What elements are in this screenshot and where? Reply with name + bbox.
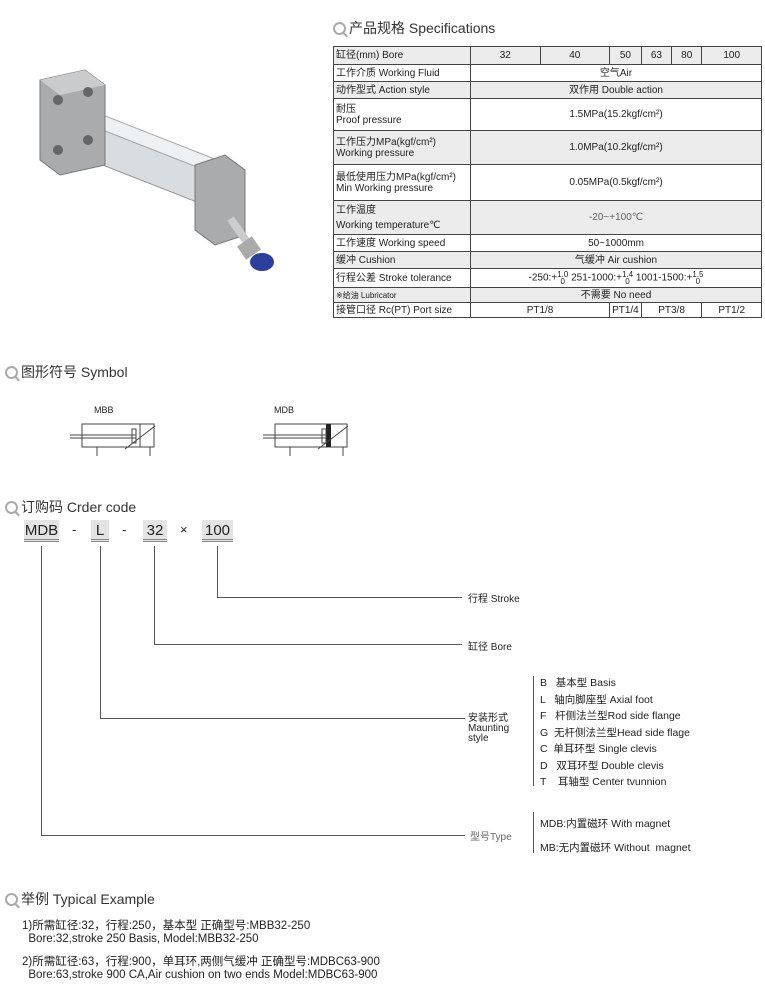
code-separator: - bbox=[122, 522, 127, 537]
search-bullet-icon bbox=[333, 21, 346, 35]
list-item: G 无杆侧法兰型Head side flage bbox=[540, 726, 690, 739]
stroke-label: 行程 Stroke bbox=[468, 594, 520, 605]
type-label: 型号Type bbox=[470, 832, 512, 843]
mdb-symbol bbox=[263, 423, 349, 456]
example-line: 1)所需缸径:32，行程:250，基本型 正确型号:MBB32-250 bbox=[22, 920, 311, 932]
code-separator: × bbox=[180, 522, 188, 537]
typical-example-heading: 举例 Typical Example bbox=[5, 889, 155, 909]
order-code-heading: 订购码 Crder code bbox=[5, 497, 136, 517]
list-item: C 单耳环型 Single clevis bbox=[540, 743, 657, 755]
list-item: F 杆侧法兰型Rod side flange bbox=[540, 710, 681, 722]
symbol-heading: 图形符号 Symbol bbox=[5, 362, 128, 382]
example-line: Bore:63,stroke 900 CA,Air cushion on two… bbox=[22, 969, 378, 981]
code-bore-box: 32 bbox=[143, 520, 167, 542]
search-bullet-icon bbox=[5, 500, 18, 514]
symbol-mbb-label: MBB bbox=[94, 405, 114, 415]
type-item: MDB:内置磁环 With magnet bbox=[540, 818, 671, 830]
code-separator: - bbox=[72, 522, 77, 537]
example-line: Bore:32,stroke 250 Basis, Model:MBB32-25… bbox=[22, 933, 259, 945]
example-line: 2)所需缸径:63，行程:900，单耳环,两侧气缓冲 正确型号:MDBC63-9… bbox=[22, 956, 380, 968]
code-type-box: MDB bbox=[24, 520, 59, 542]
mounting-style-list: B 基本型 Basis L 轴向脚座型 Axial foot F 杆侧法兰型Rod … bbox=[540, 675, 690, 791]
bore-label: 缸径 Bore bbox=[468, 642, 512, 653]
symbol-mdb-label: MDB bbox=[274, 405, 294, 415]
search-bullet-icon bbox=[5, 892, 18, 906]
type-item: MB:无内置磁环 Without magnet bbox=[540, 842, 691, 854]
list-item: D 双耳环型 Double clevis bbox=[540, 759, 664, 772]
specifications-heading: 产品规格 Specifications bbox=[333, 18, 495, 38]
list-item: T 耳轴型 Center tvunnion bbox=[540, 776, 667, 788]
list-item: B 基本型 Basis bbox=[540, 677, 616, 689]
search-bullet-icon bbox=[5, 365, 18, 379]
cylinder-product-image bbox=[39, 69, 274, 271]
mbb-symbol bbox=[70, 423, 156, 456]
list-item: L 轴向脚座型 Axial foot bbox=[540, 693, 653, 706]
code-stroke-box: 100 bbox=[202, 520, 233, 542]
code-mount-box: L bbox=[91, 520, 109, 542]
